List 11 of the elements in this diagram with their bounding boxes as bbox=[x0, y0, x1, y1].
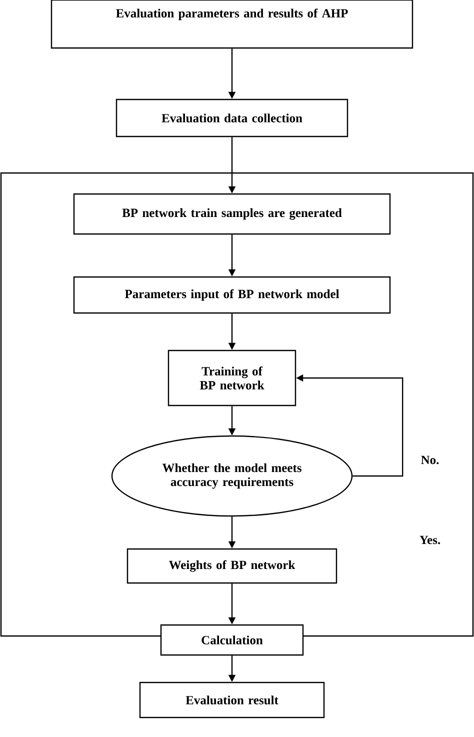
process-box: Weights of BP network bbox=[126, 548, 338, 584]
process-box: BP network train samples are generated bbox=[73, 193, 391, 235]
process-box: Evaluation result bbox=[139, 682, 325, 718]
process-box: Training of BP network bbox=[168, 350, 296, 406]
process-box: Evaluation data collection bbox=[116, 98, 348, 138]
edge-label: No. bbox=[420, 454, 440, 466]
process-box: Parameters input of BP network model bbox=[73, 276, 391, 314]
process-box: Evaluation parameters and results of AHP bbox=[50, 0, 414, 49]
group-frame bbox=[0, 172, 474, 637]
process-box: Calculation bbox=[160, 624, 304, 656]
branch-label: Yes. bbox=[418, 534, 442, 546]
